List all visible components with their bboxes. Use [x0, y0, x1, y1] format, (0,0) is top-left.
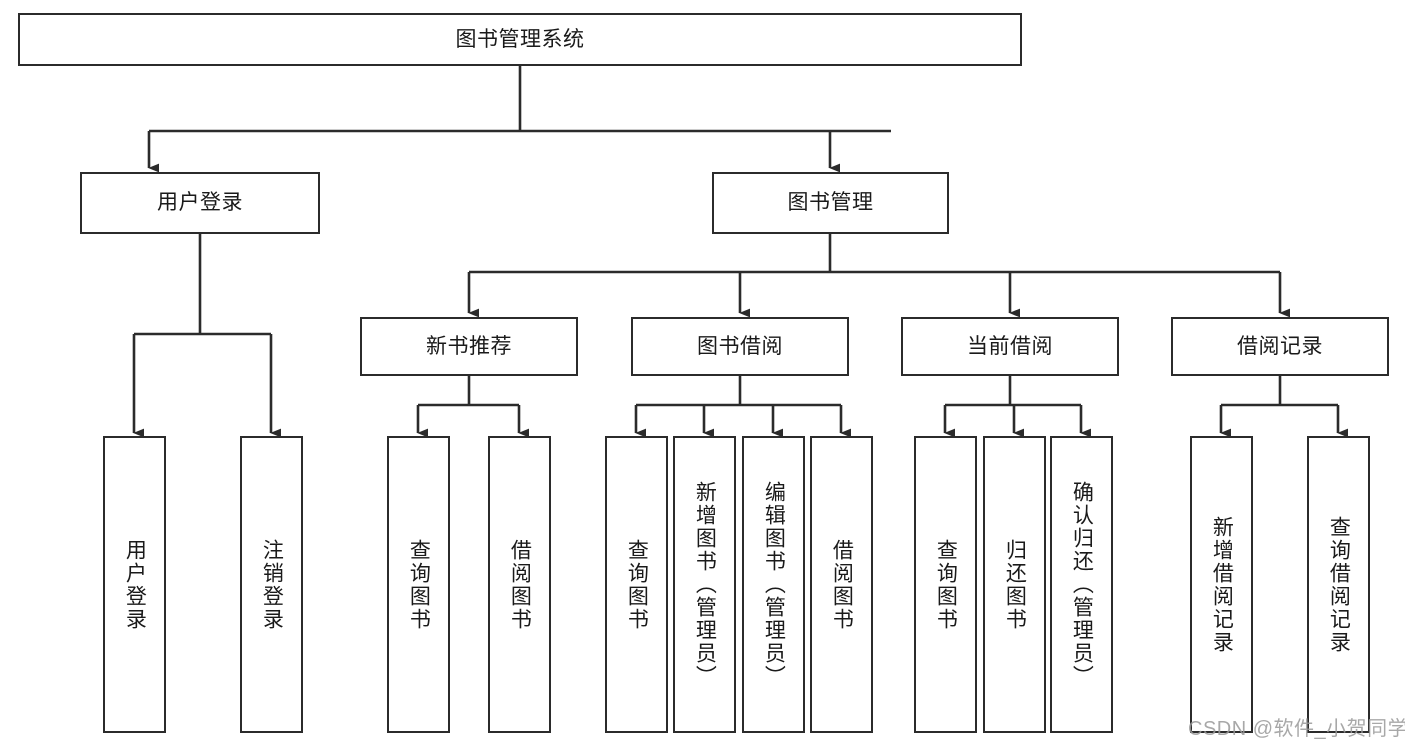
leaf-query-book-borrow[interactable]: 查询图书 — [605, 436, 668, 733]
leaf-add-borrow-record[interactable]: 新增借阅记录 — [1190, 436, 1253, 733]
node-book-borrow[interactable]: 图书借阅 — [631, 317, 849, 376]
node-label: 图书借阅 — [697, 334, 783, 358]
node-label: 查询借阅记录 — [1327, 515, 1351, 654]
node-borrow-record[interactable]: 借阅记录 — [1171, 317, 1389, 376]
node-label: 当前借阅 — [967, 334, 1053, 358]
node-label: 查询图书 — [625, 538, 649, 631]
node-label: 编辑图书（管理员） — [762, 481, 786, 688]
edges-bookmgmt-to-level3 — [467, 234, 1291, 318]
node-label: 用户登录 — [123, 538, 147, 631]
node-label: 注销登录 — [260, 538, 284, 631]
edges-root-to-level2 — [147, 66, 891, 173]
edges-currentborrow-to-leaves — [943, 376, 1092, 438]
watermark-text: CSDN @软件_小贺同学 — [1188, 718, 1405, 740]
leaf-confirm-return-admin[interactable]: 确认归还（管理员） — [1050, 436, 1113, 733]
node-label: 确认归还（管理员） — [1070, 481, 1094, 688]
leaf-query-book-recommend[interactable]: 查询图书 — [387, 436, 450, 733]
node-label: 图书管理系统 — [455, 27, 585, 51]
leaf-user-login[interactable]: 用户登录 — [103, 436, 166, 733]
node-label: 借阅图书 — [508, 538, 532, 631]
leaf-query-book-current[interactable]: 查询图书 — [914, 436, 977, 733]
leaf-query-borrow-record[interactable]: 查询借阅记录 — [1307, 436, 1370, 733]
leaf-borrow-book-recommend[interactable]: 借阅图书 — [488, 436, 551, 733]
node-book-management[interactable]: 图书管理 — [712, 172, 949, 234]
node-label: 借阅图书 — [830, 538, 854, 631]
node-new-book-recommend[interactable]: 新书推荐 — [360, 317, 578, 376]
edges-userlogin-to-leaves — [132, 234, 282, 438]
node-user-login[interactable]: 用户登录 — [80, 172, 320, 234]
leaf-add-book-admin[interactable]: 新增图书（管理员） — [673, 436, 736, 733]
node-current-borrow[interactable]: 当前借阅 — [901, 317, 1119, 376]
node-label: 借阅记录 — [1237, 334, 1323, 358]
node-label: 新书推荐 — [426, 334, 512, 358]
leaf-logout[interactable]: 注销登录 — [240, 436, 303, 733]
node-label: 归还图书 — [1003, 538, 1027, 631]
node-root-book-management-system[interactable]: 图书管理系统 — [18, 13, 1022, 66]
leaf-edit-book-admin[interactable]: 编辑图书（管理员） — [742, 436, 805, 733]
node-label: 用户登录 — [157, 191, 243, 215]
node-label: 新增图书（管理员） — [693, 481, 717, 688]
node-label: 图书管理 — [787, 191, 874, 215]
edges-newbook-to-leaves — [416, 376, 530, 438]
node-label: 新增借阅记录 — [1210, 515, 1234, 654]
edges-bookborrow-to-leaves — [634, 376, 852, 438]
edges-borrowrecord-to-leaves — [1219, 376, 1349, 438]
leaf-return-book[interactable]: 归还图书 — [983, 436, 1046, 733]
node-label: 查询图书 — [934, 538, 958, 631]
leaf-borrow-book[interactable]: 借阅图书 — [810, 436, 873, 733]
node-label: 查询图书 — [407, 538, 431, 631]
